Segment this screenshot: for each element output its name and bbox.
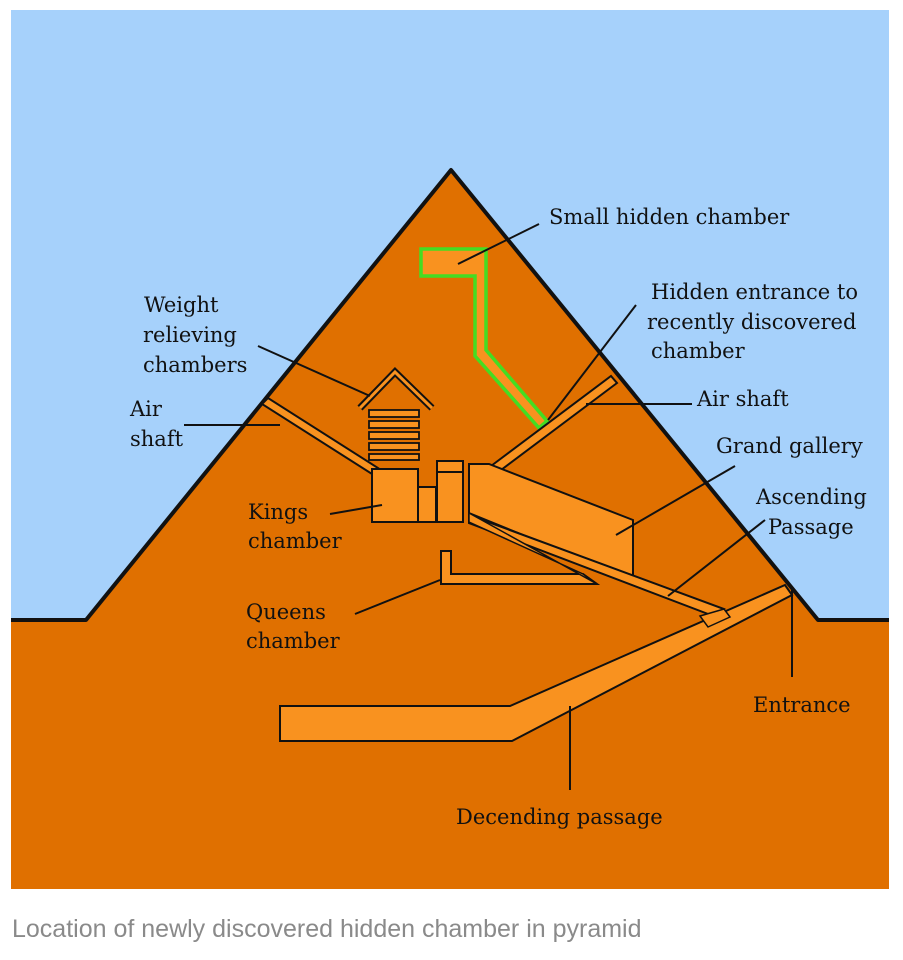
pyramid-body bbox=[11, 170, 889, 889]
label-queens-1: Queens bbox=[246, 600, 326, 624]
label-hidden-entrance-2: recently discovered bbox=[647, 310, 856, 334]
hidden-chamber-corridor bbox=[419, 247, 550, 431]
label-small-hidden-chamber: Small hidden chamber bbox=[549, 205, 790, 229]
grand-gallery bbox=[468, 463, 634, 582]
label-kings-2: chamber bbox=[248, 529, 343, 553]
label-grand-gallery: Grand gallery bbox=[716, 434, 863, 458]
relieving-roof-inner bbox=[358, 369, 434, 410]
label-air-shaft-left-2: shaft bbox=[130, 427, 184, 451]
antechamber-tall bbox=[436, 460, 464, 523]
label-ascending-1: Ascending bbox=[755, 485, 867, 509]
label-weight-3: chambers bbox=[143, 353, 247, 377]
queens-link bbox=[468, 511, 598, 585]
label-weight-2: relieving bbox=[143, 323, 237, 347]
label-queens-2: chamber bbox=[246, 629, 341, 653]
label-weight-1: Weight bbox=[144, 293, 219, 317]
label-hidden-entrance-3: chamber bbox=[651, 339, 746, 363]
kings-chamber bbox=[371, 468, 419, 523]
pyramid-outline bbox=[11, 168, 889, 622]
passage-junction bbox=[698, 608, 732, 628]
figure-caption: Location of newly discovered hidden cham… bbox=[12, 915, 642, 943]
label-air-shaft-right: Air shaft bbox=[696, 387, 789, 411]
label-descending-passage: Decending passage bbox=[456, 805, 663, 829]
label-ascending-2: Passage bbox=[768, 515, 854, 539]
label-air-shaft-left-1: Air bbox=[129, 397, 163, 421]
relieving-chambers bbox=[368, 409, 420, 461]
callout-lines bbox=[184, 223, 793, 790]
antechamber bbox=[417, 486, 437, 523]
label-entrance: Entrance bbox=[753, 693, 851, 717]
label-kings-1: Kings bbox=[248, 500, 308, 524]
label-hidden-entrance-1: Hidden entrance to bbox=[651, 280, 858, 304]
